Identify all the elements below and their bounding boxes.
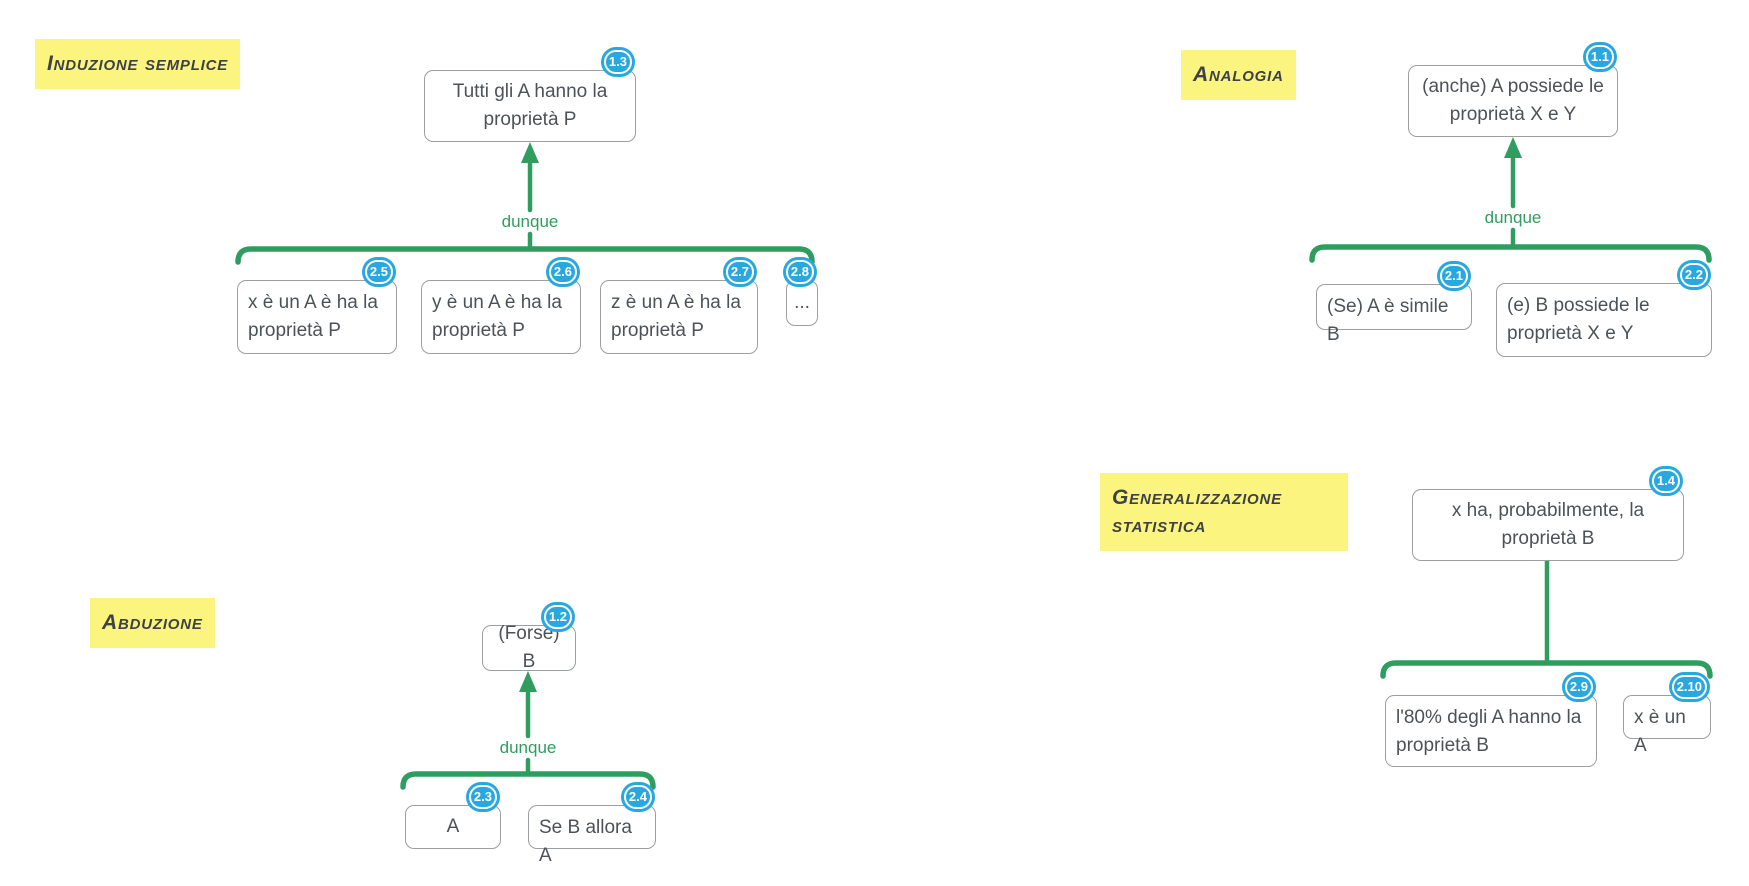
conclusion-box[interactable]: 1.1 (anche) A possiede le proprietà X e … [1408,45,1618,137]
diagram-title-label[interactable]: Generalizzazione statistica [1100,473,1348,551]
node-badge: 1.2 [543,605,572,629]
conclusion-box[interactable]: 1.2 (Forse) B [482,605,576,672]
diagram-title-text: Induzione semplice [47,52,229,75]
diagram-title-label[interactable]: Analogia [1181,50,1296,100]
node-badge: 2.2 [1679,263,1708,287]
conclusion-text: x ha, probabilmente, la proprietà B [1451,500,1645,549]
premise-bracket [235,246,815,265]
diagram-title-text: Analogia [1193,63,1284,86]
premise-text: l'80% degli A hanno la proprietà B [1396,707,1582,756]
node-badge: 2.5 [364,260,393,284]
premise-box[interactable]: 2.3 A [405,785,501,849]
node-badge: 1.3 [603,50,632,74]
premise-text: x è un A è ha la proprietà P [248,292,378,341]
premise-box[interactable]: 2.9 l'80% degli A hanno la proprietà B [1385,675,1597,767]
premise-box[interactable]: 2.6 y è un A è ha la proprietà P [421,260,581,354]
node-badge: 2.3 [468,785,497,809]
premise-text: x è un A [1634,707,1686,756]
premise-box[interactable]: 2.10 x è un A [1623,675,1711,756]
diagram-title-text: Abduzione [102,611,203,634]
node-badge: 2.7 [725,260,754,284]
conclusion-text: (anche) A possiede le proprietà X e Y [1422,76,1604,125]
node-badge: 2.9 [1564,675,1593,699]
node-badge: 2.10 [1671,675,1707,699]
premise-bracket [1380,660,1713,679]
node-badge: 1.4 [1651,469,1680,493]
conclusion-box[interactable]: 1.3 Tutti gli A hanno la proprietà P [424,50,636,142]
node-badge: 2.1 [1439,264,1468,288]
premise-text: (Se) A è simile B [1327,296,1449,345]
premise-box[interactable]: 2.7 z è un A è ha la proprietà P [600,260,758,354]
connector-label: dunque [501,212,559,231]
connector-label: dunque [499,738,557,757]
premise-text: (e) B possiede le proprietà X e Y [1507,295,1650,344]
node-badge: 2.8 [785,260,814,284]
premise-text: ... [794,292,810,313]
arrowhead-up-icon [521,142,539,163]
premise-bracket [400,771,656,790]
premise-text: y è un A è ha la proprietà P [432,292,562,341]
diagram-title-text: Generalizzazione statistica [1112,486,1282,537]
diagram-title-label[interactable]: Abduzione [90,598,215,648]
premise-bracket [1309,244,1712,263]
premise-box[interactable]: 2.5 x è un A è ha la proprietà P [237,260,397,354]
arrowhead-up-icon [1504,137,1522,158]
premise-text: z è un A è ha la proprietà P [611,292,741,341]
node-badge: 2.6 [548,260,577,284]
premise-box[interactable]: 2.2 (e) B possiede le proprietà X e Y [1496,263,1712,357]
conclusion-text: Tutti gli A hanno la proprietà P [452,81,608,130]
conclusion-text: (Forse) B [498,623,560,672]
connector-label: dunque [1484,208,1542,227]
conclusion-box[interactable]: 1.4 x ha, probabilmente, la proprietà B [1412,469,1684,561]
premise-text: A [446,816,460,837]
diagram-title-label[interactable]: Induzione semplice [35,39,241,89]
premise-text: Se B allora A [539,817,632,866]
node-badge: 2.4 [623,785,652,809]
premise-box[interactable]: 2.1 (Se) A è simile B [1316,264,1472,345]
premise-box[interactable]: 2.8 ... [785,260,818,326]
node-badge: 1.1 [1585,45,1614,69]
premise-box[interactable]: 2.4 Se B allora A [528,785,656,866]
